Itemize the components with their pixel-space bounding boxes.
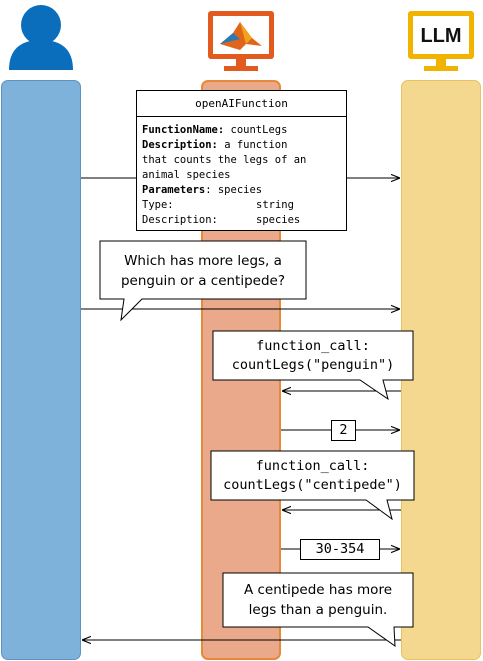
parameters-value: : species: [205, 184, 263, 196]
type-value: string: [256, 199, 294, 211]
function-call-1-text: function_call: countLegs("penguin"): [213, 337, 413, 375]
question-text: Which has more legs, a penguin or a cent…: [100, 251, 306, 291]
answer-callout: [222, 572, 414, 648]
function-call-1-callout: [212, 330, 414, 401]
description-value-2: that counts the legs of an: [142, 154, 307, 166]
matlab-monitor-icon: [208, 11, 274, 71]
question-callout: [99, 240, 307, 322]
result-2-box: 30-354: [300, 539, 380, 560]
description-key: Description:: [142, 139, 218, 151]
llm-monitor-icon: [408, 11, 474, 71]
answer-text: A centipede has more legs than a penguin…: [223, 580, 413, 620]
function-call-1-line-2: countLegs("penguin"): [231, 357, 395, 373]
param-description-value: species: [256, 214, 301, 226]
user-lane: [1, 80, 81, 660]
question-line-1: Which has more legs, a: [124, 253, 282, 269]
param-description-key: Description:: [142, 214, 218, 226]
type-key: Type:: [142, 199, 174, 211]
question-line-2: penguin or a centipede?: [120, 273, 286, 289]
function-definition-box: openAIFunction FunctionName: countLegs D…: [136, 90, 347, 231]
function-call-2-callout: [210, 450, 415, 521]
answer-line-1: A centipede has more: [243, 582, 393, 598]
result-1-value: 2: [339, 422, 348, 438]
function-box-body: FunctionName: countLegs Description: a f…: [142, 123, 306, 228]
parameters-key: Parameters: [142, 184, 206, 196]
result-2-value: 30-354: [315, 541, 365, 557]
answer-line-2: legs than a penguin.: [248, 602, 388, 618]
function-call-1-line-1: function_call:: [256, 338, 370, 354]
result-1-box: 2: [331, 420, 356, 441]
function-box-title: openAIFunction: [137, 91, 346, 117]
function-call-2-line-1: function_call:: [255, 458, 370, 474]
description-value-1: a function: [224, 139, 288, 151]
user-icon: [9, 5, 73, 70]
description-value-3: animal species: [142, 169, 231, 181]
function-name-key: FunctionName:: [142, 124, 225, 136]
function-name-value: countLegs: [230, 124, 288, 136]
llm-label: LLM: [420, 25, 461, 47]
function-call-2-line-2: countLegs("centipede"): [223, 477, 402, 493]
function-call-2-text: function_call: countLegs("centipede"): [211, 457, 414, 495]
